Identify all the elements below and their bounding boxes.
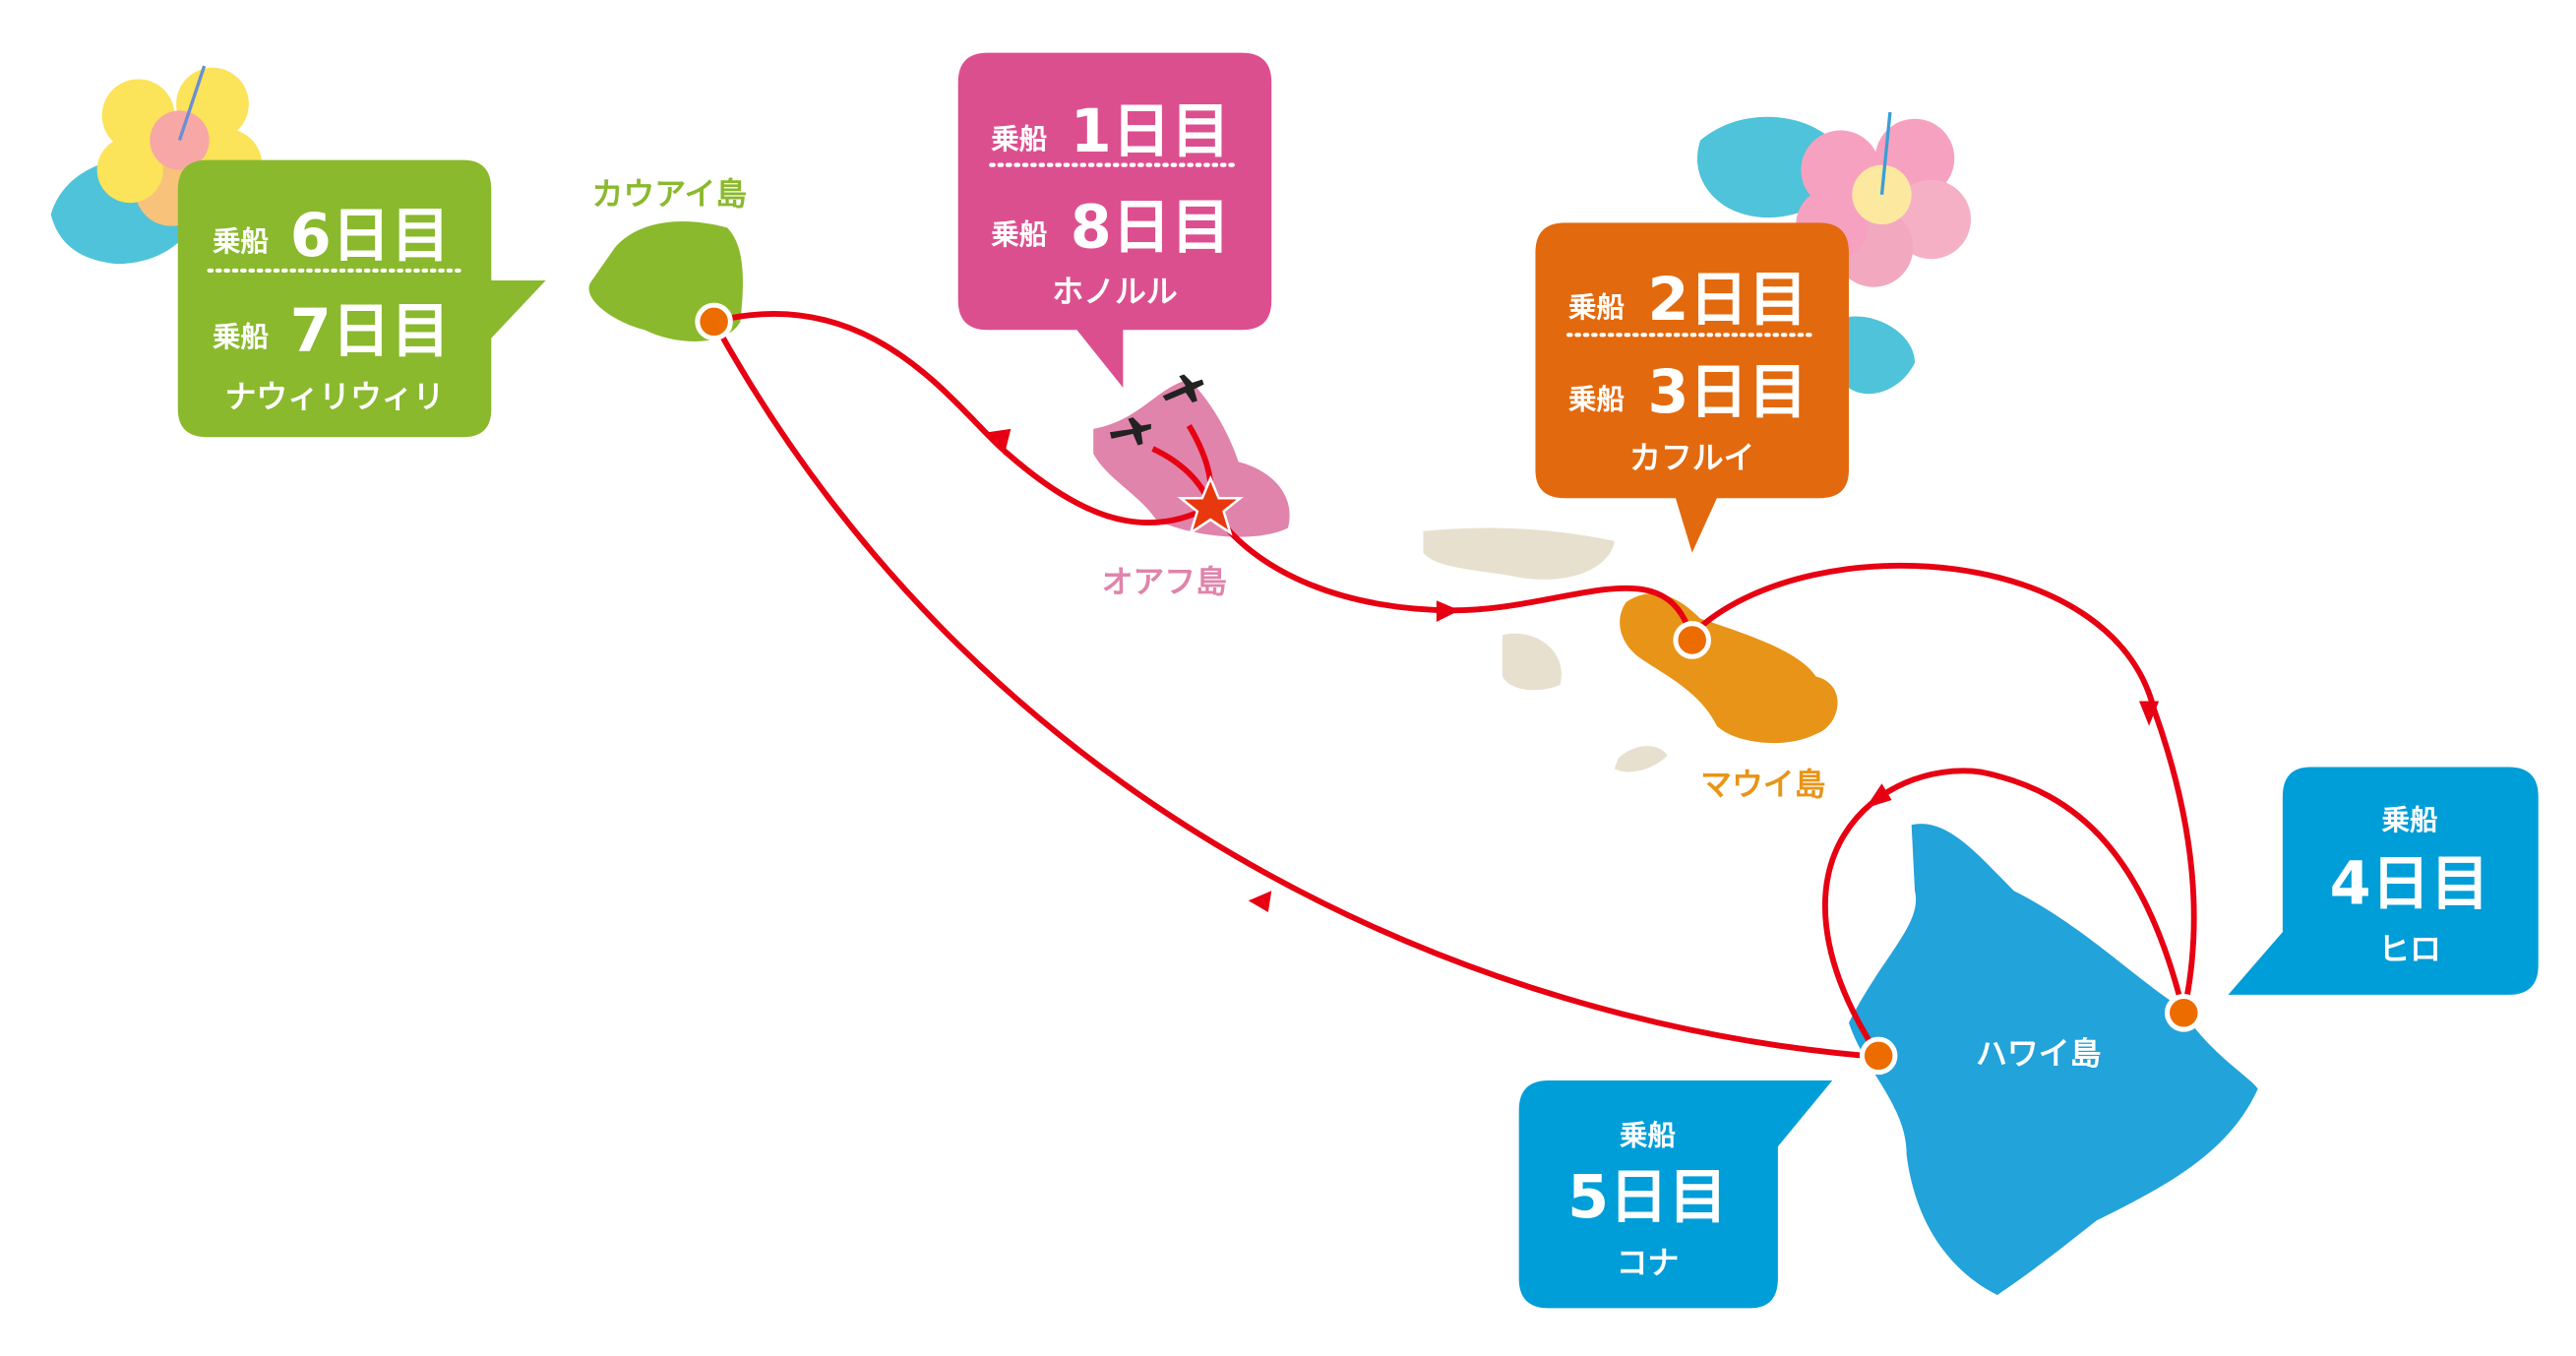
molokai-island [1423, 527, 1615, 580]
boarding-label: 乗船 [213, 321, 269, 353]
arrow-icon [987, 428, 1012, 456]
port-name: コナ [1617, 1244, 1680, 1281]
day-label: 6日目 [290, 202, 451, 271]
cruise-route [711, 311, 2197, 1059]
port-name: カフルイ [1629, 439, 1754, 476]
day-label: 5日目 [1567, 1163, 1728, 1232]
arrow-icon [1248, 891, 1272, 913]
route-arrows [987, 428, 2160, 913]
kona-port-marker[interactable] [1859, 1036, 1898, 1076]
port-name: ホノルル [1052, 273, 1177, 310]
boarding-label: 乗船 [1620, 1119, 1676, 1151]
boarding-label: 乗船 [1568, 384, 1625, 416]
day-label: 8日目 [1071, 193, 1231, 262]
lanai-island [1502, 633, 1562, 691]
callout-hilo: 乗船 4日目 ヒロ [2228, 767, 2539, 995]
airplane-icon [1109, 374, 1204, 446]
kauai-label: カウアイ島 [592, 175, 748, 213]
boarding-label: 乗船 [991, 123, 1047, 155]
kahoolawe-island [1614, 746, 1668, 772]
kahului-port-marker[interactable] [1673, 621, 1711, 659]
boarding-label: 乗船 [213, 225, 269, 258]
day-label: 3日目 [1647, 358, 1808, 427]
hilo-port-marker[interactable] [2165, 994, 2203, 1032]
callout-kahului: 乗船 2日目 乗船 3日目 カフルイ [1535, 222, 1849, 553]
day-label: 1日目 [1071, 97, 1231, 166]
hibiscus-flower-icon [96, 65, 1972, 287]
route-kona-kauai [711, 320, 1866, 1059]
day-label: 4日目 [2330, 850, 2490, 919]
arrow-icon [1865, 783, 1892, 809]
hawaii-label: ハワイ島 [1976, 1034, 2101, 1072]
day-label: 7日目 [290, 297, 451, 366]
boarding-label: 乗船 [2381, 804, 2437, 836]
port-name: ナウィリウィリ [225, 378, 445, 415]
arrow-icon [2139, 701, 2160, 726]
day-label: 2日目 [1647, 266, 1808, 335]
honolulu-star-icon[interactable] [1177, 474, 1244, 536]
callout-honolulu: 乗船 1日目 乗船 8日目 ホノルル [957, 52, 1272, 388]
boarding-label: 乗船 [991, 218, 1047, 251]
route-hilo-kona [1822, 768, 2187, 1058]
maui-label: マウイ島 [1700, 766, 1825, 803]
callout-nawiliwili: 乗船 6日目 乗船 7日目 ナウィリウィリ [177, 159, 546, 438]
maui-island[interactable] [1620, 593, 1838, 744]
oahu-label: オアフ島 [1102, 563, 1227, 600]
arrow-icon [1436, 600, 1460, 623]
boarding-label: 乗船 [1568, 291, 1625, 324]
route-maui-hilo [1698, 562, 2197, 1014]
port-name: ヒロ [2378, 931, 2441, 968]
callout-kona: 乗船 5日目 コナ [1518, 1080, 1833, 1309]
hawaii-island[interactable] [1848, 824, 2258, 1295]
nawiliwili-port-marker[interactable] [695, 302, 733, 341]
